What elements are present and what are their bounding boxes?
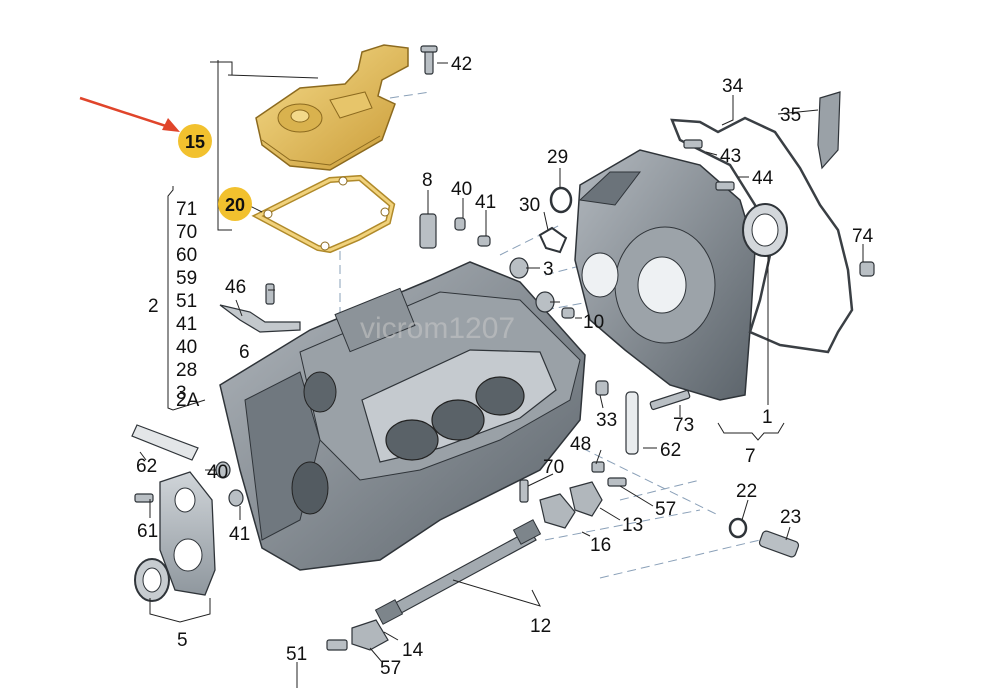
label-10: 10 (583, 312, 604, 333)
group-2-item: 59 (176, 268, 197, 289)
label-44: 44 (752, 168, 774, 189)
label-29: 29 (547, 147, 568, 168)
indicator-arrow (79, 96, 180, 132)
cylinder-block (219, 261, 586, 571)
label-14: 14 (402, 640, 424, 661)
label-41: 41 (475, 192, 496, 213)
oil-pan-gasket (251, 174, 396, 254)
label-61: 61 (137, 521, 158, 542)
label-35: 35 (780, 105, 801, 126)
group-2-list: 2 71 70 60 59 51 41 40 28 3 2A (148, 199, 200, 411)
callout-15: 15 (178, 124, 212, 158)
label-16: 16 (590, 535, 611, 556)
housing-gasket (670, 116, 854, 354)
callout-15-text: 15 (185, 132, 205, 152)
group-2-item: 70 (176, 222, 197, 243)
label-23: 23 (780, 507, 801, 528)
group-2-item: 3 (176, 383, 187, 404)
label-46: 46 (225, 277, 246, 298)
label-57-bottom: 57 (380, 658, 401, 679)
intermediate-shaft (374, 519, 542, 625)
callout-20-text: 20 (225, 195, 245, 215)
label-8: 8 (422, 170, 433, 191)
label-12: 12 (530, 616, 551, 637)
label-62-left: 62 (136, 456, 157, 477)
part-labels: 42 34 35 43 44 29 8 40 41 30 74 3 46 6 1… (136, 54, 874, 679)
group-2-item: 60 (176, 245, 197, 266)
label-57-right: 57 (655, 499, 676, 520)
label-62-right: 62 (660, 440, 681, 461)
label-6: 6 (239, 342, 250, 363)
cylinder-bores (385, 376, 525, 461)
label-1: 1 (762, 407, 773, 428)
group-2-item: 2A (176, 390, 200, 411)
label-73: 73 (673, 415, 694, 436)
label-22: 22 (736, 481, 757, 502)
label-74: 74 (852, 226, 874, 247)
label-13: 13 (622, 515, 643, 536)
label-43: 43 (720, 146, 741, 167)
label-34: 34 (722, 76, 744, 97)
crankshaft-seal (742, 203, 788, 257)
transmission-side-housing (574, 149, 756, 401)
label-40: 40 (451, 179, 472, 200)
group-2-item: 40 (176, 337, 197, 358)
label-41-left: 41 (229, 524, 250, 545)
callout-20: 20 (218, 187, 252, 221)
label-7: 7 (745, 446, 756, 467)
label-group-2: 2 (148, 296, 159, 317)
group-2-item: 41 (176, 314, 197, 335)
oil-pan-upper-part (255, 44, 409, 171)
label-70: 70 (543, 457, 564, 478)
group-2-item: 28 (176, 360, 197, 381)
label-51: 51 (286, 644, 307, 665)
label-33: 33 (596, 410, 617, 431)
label-5: 5 (177, 630, 188, 651)
label-3: 3 (543, 259, 554, 280)
label-40-left: 40 (207, 462, 228, 483)
label-30: 30 (519, 195, 540, 216)
front-cover-plate (134, 471, 216, 602)
group-2-item: 71 (176, 199, 197, 220)
group-2-item: 51 (176, 291, 197, 312)
leader-lines (139, 60, 864, 688)
label-42: 42 (451, 54, 472, 75)
watermark: vicrom1207 (360, 312, 515, 345)
label-48: 48 (570, 434, 591, 455)
small-hardware (131, 45, 875, 651)
